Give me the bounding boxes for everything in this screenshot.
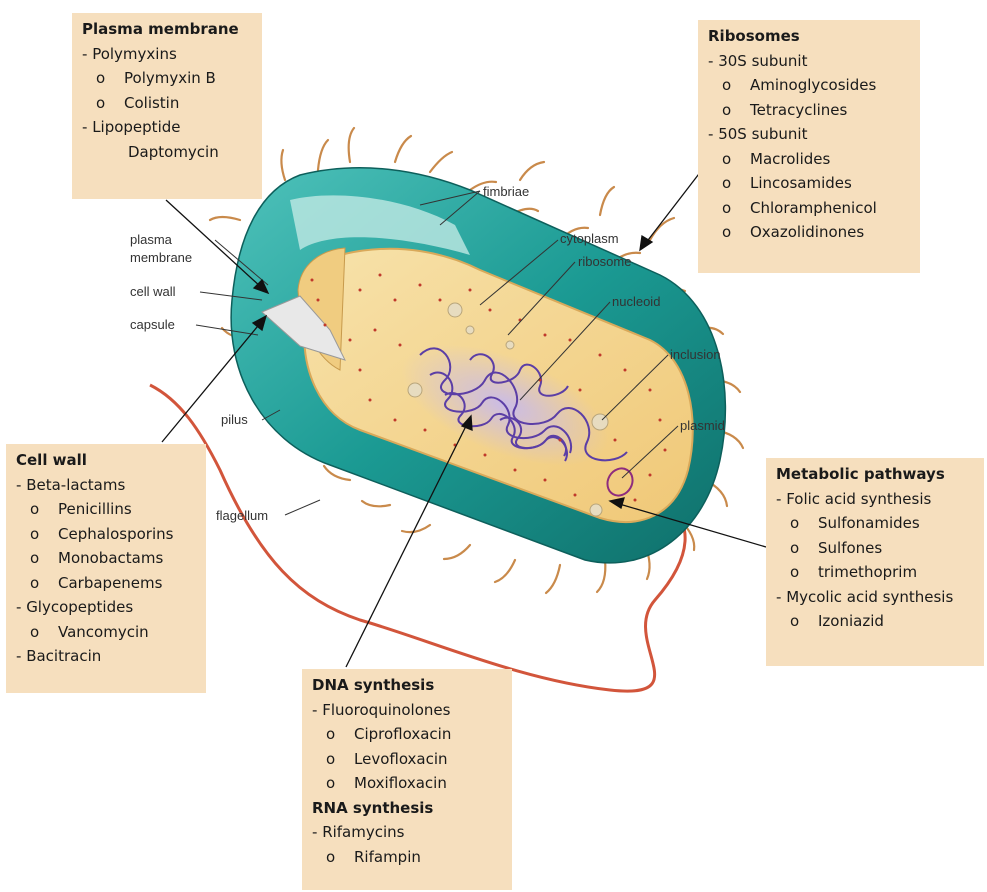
metabolic-pathways-box: Metabolic pathways Folic acid synthesisS… (766, 458, 984, 666)
ribosomes-box: Ribosomes 30S subunitAminoglycosidesTetr… (698, 20, 920, 273)
drug-class-item: Glycopeptides (16, 595, 196, 620)
drug-item: Moxifloxacin (312, 771, 502, 796)
cell-wall-title: Cell wall (16, 448, 196, 473)
drug-item: Cephalosporins (16, 522, 196, 547)
metabolic-pathways-title: Metabolic pathways (776, 462, 974, 487)
dna-rna-synthesis-box: DNA synthesis FluoroquinolonesCiprofloxa… (302, 669, 512, 890)
drug-class-item: 30S subunit (708, 49, 910, 74)
drug-class-item: Rifamycins (312, 820, 502, 845)
label-cell-wall: cell wall (130, 284, 176, 300)
ribosomes-title: Ribosomes (708, 24, 910, 49)
drug-class-item: Beta-lactams (16, 473, 196, 498)
drug-item: Macrolides (708, 147, 910, 172)
drug-class-item: Polymyxins (82, 42, 252, 67)
cell-wall-box: Cell wall Beta-lactamsPenicillinsCephalo… (6, 444, 206, 693)
label-ribosome: ribosome (578, 254, 631, 270)
drug-class-item: Folic acid synthesis (776, 487, 974, 512)
label-plasma-membrane: plasma membrane (130, 231, 192, 267)
drug-item: Monobactams (16, 546, 196, 571)
drug-class-item: Lipopeptide (82, 115, 252, 140)
drug-item: Izoniazid (776, 609, 974, 634)
drug-item: Penicillins (16, 497, 196, 522)
plasma-membrane-box: Plasma membrane PolymyxinsPolymyxin BCol… (72, 13, 262, 199)
dna-synthesis-title: DNA synthesis (312, 673, 502, 698)
label-plasmid: plasmid (680, 418, 725, 434)
drug-item: Polymyxin B (82, 66, 252, 91)
section-title: RNA synthesis (312, 796, 502, 821)
plasma-membrane-title: Plasma membrane (82, 17, 252, 42)
drug-item: Levofloxacin (312, 747, 502, 772)
drug-class-item: Fluoroquinolones (312, 698, 502, 723)
label-flagellum: flagellum (216, 508, 268, 524)
drug-item: Sulfones (776, 536, 974, 561)
drug-item: Daptomycin (82, 140, 252, 165)
label-pilus: pilus (221, 412, 248, 428)
drug-item: Ciprofloxacin (312, 722, 502, 747)
drug-item: Aminoglycosides (708, 73, 910, 98)
label-cytoplasm: cytoplasm (560, 231, 619, 247)
label-nucleoid: nucleoid (612, 294, 660, 310)
label-inclusion: inclusion (670, 347, 721, 363)
drug-class-item: Bacitracin (16, 644, 196, 669)
drug-item: Oxazolidinones (708, 220, 910, 245)
drug-item: Carbapenems (16, 571, 196, 596)
drug-class-item: Mycolic acid synthesis (776, 585, 974, 610)
drug-item: Chloramphenicol (708, 196, 910, 221)
drug-item: Tetracyclines (708, 98, 910, 123)
drug-item: Lincosamides (708, 171, 910, 196)
drug-item: Rifampin (312, 845, 502, 870)
label-fimbriae: fimbriae (483, 184, 529, 200)
label-capsule: capsule (130, 317, 175, 333)
drug-item: Sulfonamides (776, 511, 974, 536)
drug-class-item: 50S subunit (708, 122, 910, 147)
drug-item: trimethoprim (776, 560, 974, 585)
drug-item: Colistin (82, 91, 252, 116)
drug-item: Vancomycin (16, 620, 196, 645)
